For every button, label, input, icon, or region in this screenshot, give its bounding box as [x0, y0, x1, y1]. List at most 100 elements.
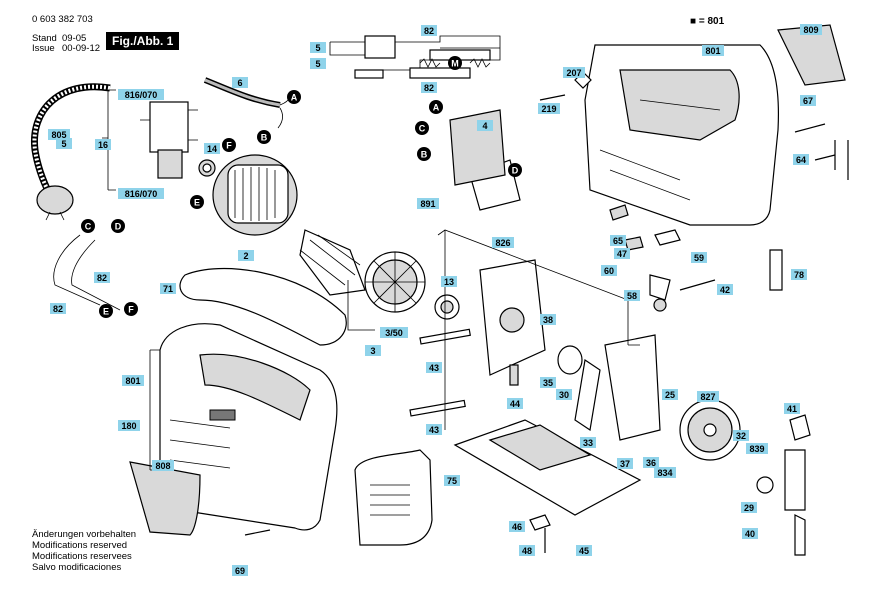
part-label-p891: 891 — [417, 198, 439, 209]
svg-text:M: M — [451, 59, 459, 69]
svg-text:82: 82 — [53, 304, 63, 314]
switch-assembly — [140, 101, 198, 179]
svg-text:809: 809 — [803, 25, 818, 35]
svg-text:82: 82 — [97, 273, 107, 283]
svg-text:F: F — [128, 305, 134, 315]
part-label-p43b: 43 — [426, 424, 442, 435]
svg-text:3/50: 3/50 — [385, 328, 403, 338]
svg-text:839: 839 — [749, 444, 764, 454]
svg-text:82: 82 — [424, 83, 434, 93]
connector-wires — [53, 234, 121, 311]
connector-e: E — [190, 195, 204, 209]
part-label-p219: 219 — [538, 103, 560, 114]
part-label-p826: 826 — [492, 237, 514, 248]
part-label-p60: 60 — [601, 265, 617, 276]
svg-text:33: 33 — [583, 438, 593, 448]
part-label-p29: 29 — [741, 502, 757, 513]
part-label-p82c: 82 — [94, 272, 110, 283]
armature — [299, 229, 426, 313]
connector-a: A — [287, 90, 301, 104]
part-label-p33: 33 — [580, 437, 596, 448]
part-label-p41: 41 — [784, 403, 800, 414]
svg-text:69: 69 — [235, 566, 245, 576]
svg-text:13: 13 — [444, 277, 454, 287]
connector-a: A — [429, 100, 443, 114]
svg-text:65: 65 — [613, 236, 623, 246]
part-label-p37: 37 — [617, 458, 633, 469]
part-label-p32: 32 — [733, 430, 749, 441]
svg-text:801: 801 — [705, 46, 720, 56]
gear-housing — [479, 259, 546, 376]
connector-c: C — [81, 219, 95, 233]
svg-text:45: 45 — [579, 546, 589, 556]
part-label-p42: 42 — [717, 284, 733, 295]
connector-f: F — [124, 302, 138, 316]
svg-text:82: 82 — [424, 26, 434, 36]
part-label-p36: 36 — [643, 457, 659, 468]
connector-b: B — [257, 130, 271, 144]
svg-text:A: A — [433, 103, 440, 113]
svg-text:42: 42 — [720, 285, 730, 295]
svg-text:C: C — [419, 124, 426, 134]
guard-75 — [354, 449, 433, 546]
part-label-p75: 75 — [444, 475, 460, 486]
footer-line: Salvo modificaciones — [32, 562, 122, 573]
part-label-p43a: 43 — [426, 362, 442, 373]
housing-right — [584, 44, 779, 226]
svg-text:826: 826 — [495, 238, 510, 248]
svg-text:B: B — [261, 133, 268, 143]
power-cable — [30, 83, 111, 221]
svg-text:37: 37 — [620, 459, 630, 469]
part-label-p30: 30 — [556, 389, 572, 400]
part-label-p4: 4 — [477, 120, 493, 131]
part-label-p58: 58 — [624, 290, 640, 301]
part-label-p816b: 816/070 — [118, 188, 164, 199]
svg-text:D: D — [115, 222, 122, 232]
housing-left — [159, 323, 338, 531]
part-label-p44: 44 — [507, 398, 523, 409]
svg-text:71: 71 — [163, 284, 173, 294]
svg-text:14: 14 — [207, 144, 217, 154]
figure-title: Fig./Abb. 1 — [106, 32, 180, 50]
part-label-p809: 809 — [800, 24, 822, 35]
svg-text:25: 25 — [665, 390, 675, 400]
issue-date: 00-09-12 — [62, 43, 101, 54]
connector-m: M — [448, 56, 462, 70]
part-label-p59: 59 — [691, 252, 707, 263]
svg-text:41: 41 — [787, 404, 797, 414]
svg-text:40: 40 — [745, 529, 755, 539]
part-label-p801a: 801 — [122, 375, 144, 386]
svg-text:4: 4 — [482, 121, 487, 131]
footer-line: Änderungen vorbehalten — [32, 529, 137, 540]
part-label-p350: 3/50 — [380, 327, 408, 338]
svg-text:78: 78 — [794, 270, 804, 280]
svg-text:44: 44 — [510, 399, 520, 409]
legend-text: = 801 — [698, 16, 725, 27]
part-label-p6: 6 — [232, 77, 248, 88]
svg-text:48: 48 — [522, 546, 532, 556]
part-label-p816a: 816/070 — [118, 89, 164, 100]
part-label-p834: 834 — [654, 467, 676, 478]
part-label-p38: 38 — [540, 314, 556, 325]
part-label-p839: 839 — [746, 443, 768, 454]
part-label-p808: 808 — [152, 460, 174, 471]
svg-text:834: 834 — [657, 468, 672, 478]
svg-text:35: 35 — [543, 378, 553, 388]
bearing — [434, 294, 460, 320]
part-label-p13: 13 — [441, 276, 457, 287]
svg-text:47: 47 — [617, 249, 627, 259]
part-label-p40: 40 — [742, 528, 758, 539]
part-label-p25: 25 — [662, 389, 678, 400]
svg-text:43: 43 — [429, 425, 439, 435]
svg-text:46: 46 — [512, 522, 522, 532]
part-label-p71: 71 — [160, 283, 176, 294]
issue-label: Issue — [32, 43, 55, 54]
document-number: 0 603 382 703 — [32, 14, 93, 25]
svg-text:16: 16 — [98, 140, 108, 150]
svg-text:30: 30 — [559, 390, 569, 400]
part-label-p47: 47 — [614, 248, 630, 259]
part-label-p805b: 5 — [56, 138, 72, 149]
part-label-p65: 65 — [610, 235, 626, 246]
part-label-p48: 48 — [519, 545, 535, 556]
part-label-p5b: 5 — [310, 58, 326, 69]
